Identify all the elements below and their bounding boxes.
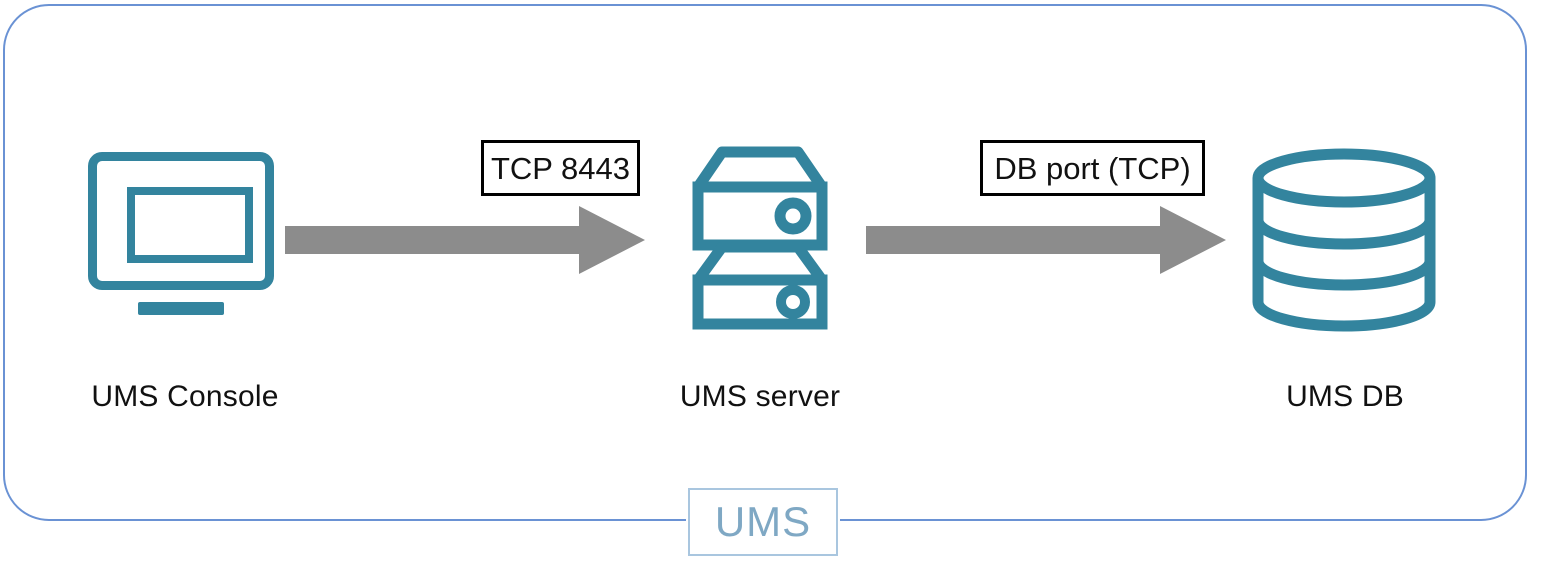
node-label-ums-server: UMS server — [679, 380, 841, 413]
port-label-server-to-db-text: DB port (TCP) — [994, 150, 1191, 186]
server-icon — [660, 142, 860, 332]
arrow-server-to-db — [866, 204, 1226, 276]
arrow-console-to-server — [285, 204, 645, 276]
node-ums-db: UMS DB — [1165, 380, 1525, 414]
arrow-server-to-db-shape — [866, 206, 1226, 274]
ums-zone-badge: UMS — [688, 488, 838, 556]
node-label-ums-db: UMS DB — [1286, 380, 1404, 413]
port-label-console-to-server: TCP 8443 — [481, 140, 640, 196]
monitor-screen-icon — [127, 187, 253, 263]
node-label-ums-console: UMS Console — [91, 380, 279, 413]
port-label-server-to-db: DB port (TCP) — [980, 140, 1205, 196]
arrow-console-to-server-shape — [285, 206, 645, 274]
server-icon-shape — [692, 146, 828, 330]
node-ums-server: UMS server — [580, 380, 940, 414]
database-icon-shape — [1252, 148, 1436, 332]
monitor-stand-icon — [138, 302, 224, 315]
monitor-icon — [88, 152, 278, 322]
database-icon — [1246, 148, 1442, 332]
port-label-console-to-server-text: TCP 8443 — [490, 150, 630, 186]
ums-zone-badge-text: UMS — [714, 498, 812, 545]
node-ums-console: UMS Console — [0, 380, 370, 414]
monitor-body-icon — [88, 152, 274, 290]
